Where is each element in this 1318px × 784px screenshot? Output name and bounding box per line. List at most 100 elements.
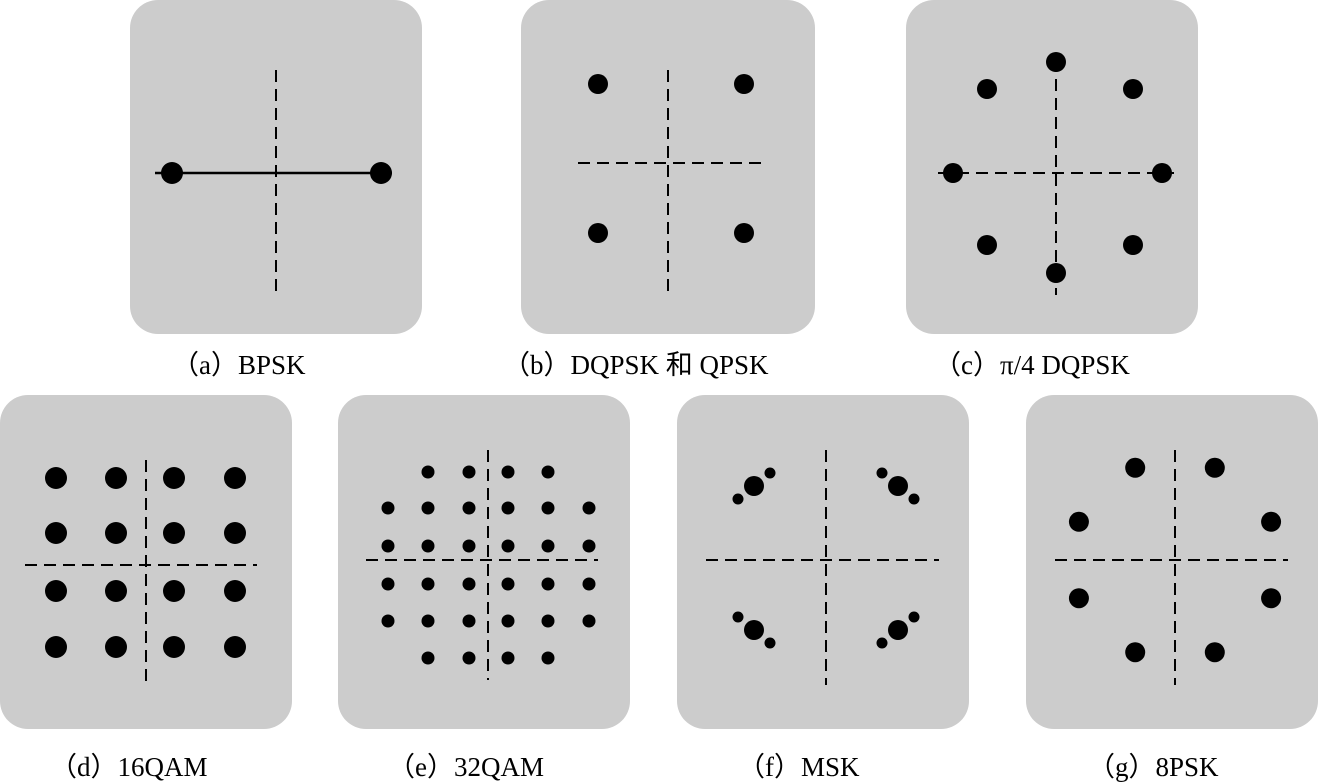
constellation-point [541,614,555,628]
psk8-points [1068,457,1282,663]
constellation-point [462,539,476,553]
constellation-point [1125,457,1146,478]
constellation-point [582,614,596,628]
constellation-point [501,501,515,515]
constellation-point [421,501,435,515]
constellation-point [370,162,392,184]
constellation-point [1261,588,1282,609]
qam16-points [45,467,246,658]
constellation-point [105,636,127,658]
constellation-point [163,636,185,658]
constellation-point [462,651,476,665]
constellation-point [163,467,185,489]
constellation-point [744,476,764,496]
constellation-point [977,79,997,99]
constellation-point [421,577,435,591]
qam32-points [381,465,596,665]
qam16-constellation [25,460,257,687]
constellation-point [888,620,908,640]
constellation-point [105,467,127,489]
constellation-point [161,162,183,184]
bpsk-constellation [155,70,392,295]
constellation-point [381,614,395,628]
constellation-point [541,465,555,479]
constellation-point [977,235,997,255]
constellation-point [1204,642,1225,663]
panel-32qam [338,395,630,729]
constellation-point [588,223,608,243]
constellation-point [908,611,920,623]
constellation-point [582,501,596,515]
qpsk-constellation [578,70,763,295]
constellation-point [1125,642,1146,663]
constellation-point [45,467,67,489]
constellation-point [908,493,920,505]
constellation-point [541,501,555,515]
constellation-point [224,580,246,602]
constellation-point [541,651,555,665]
constellation-point [501,614,515,628]
constellation-point [1261,511,1282,532]
constellation-point [224,636,246,658]
constellation-point [105,580,127,602]
constellation-point [462,614,476,628]
constellation-point [381,577,395,591]
psk8-constellation [1055,450,1288,685]
constellation-point [421,465,435,479]
constellation-point [1152,163,1172,183]
constellation-point [744,620,764,640]
constellation-point [1204,457,1225,478]
msk-points [732,467,920,649]
constellation-point [224,467,246,489]
constellation-point [381,539,395,553]
constellation-point [1068,588,1089,609]
constellation-point [1046,263,1066,283]
constellation-point [1068,511,1089,532]
caption-msk: （f）MSK [738,752,860,782]
constellation-point [582,577,596,591]
caption-16qam: （d）16QAM [50,752,208,782]
constellation-point [541,539,555,553]
constellation-point [421,614,435,628]
constellation-point [381,501,395,515]
constellation-point [541,577,555,591]
constellation-point [734,223,754,243]
constellation-point [45,636,67,658]
constellation-point [1123,79,1143,99]
caption-32qam: （e）32QAM [388,752,544,782]
msk-constellation [706,450,939,685]
constellation-point [1046,52,1066,72]
caption-8psk: （g）8PSK [1088,752,1219,782]
caption-dqpsk-qpsk: （b）DQPSK 和 QPSK [503,350,769,380]
panel-bpsk [130,0,422,334]
caption-bpsk: （a）BPSK [172,350,306,380]
panel-pi4-dqpsk [906,0,1198,334]
constellation-point [734,74,754,94]
constellation-point [462,577,476,591]
constellation-point [501,465,515,479]
constellation-point [224,522,246,544]
constellation-point [588,74,608,94]
constellation-point [876,467,888,479]
constellation-point [764,467,776,479]
constellation-point [582,539,596,553]
constellation-point [501,651,515,665]
constellation-point [462,465,476,479]
constellation-point [421,539,435,553]
constellation-point [462,501,476,515]
constellation-point [732,493,744,505]
constellation-point [105,522,127,544]
panel-16qam [0,395,292,729]
caption-pi4-dqpsk: （c）π/4 DQPSK [934,350,1130,380]
panel-8psk [1026,395,1318,729]
panel-msk [677,395,969,729]
constellation-point [163,580,185,602]
constellation-point [732,611,744,623]
constellation-point [421,651,435,665]
constellation-point [876,637,888,649]
constellation-point [45,522,67,544]
constellation-point [943,163,963,183]
constellation-point [163,522,185,544]
constellation-point [888,476,908,496]
constellation-point [501,539,515,553]
